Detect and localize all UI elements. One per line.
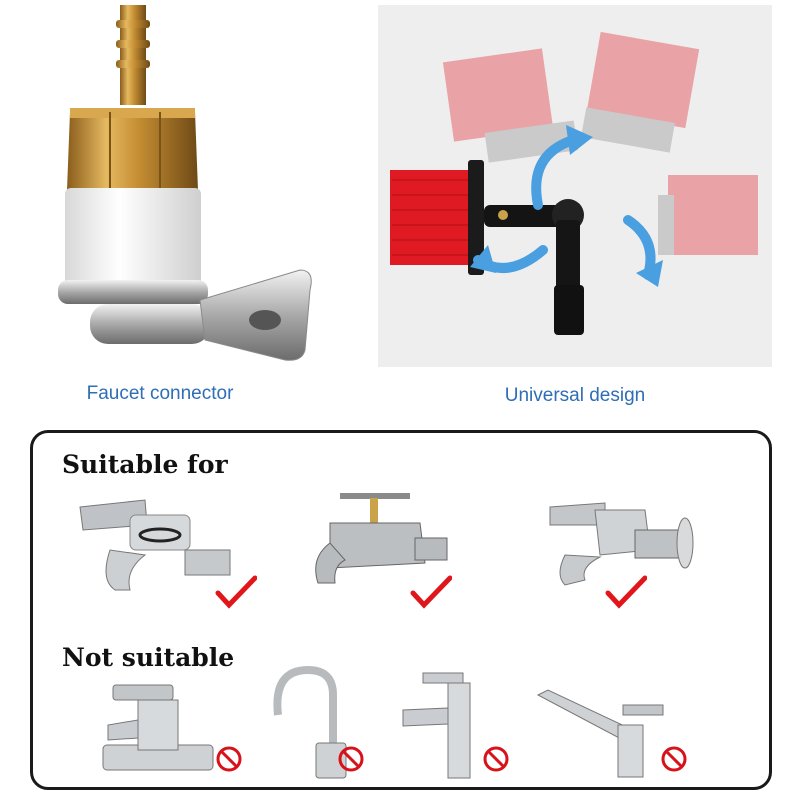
caption-universal-design: Universal design: [504, 385, 646, 406]
faucet-connector-image: [58, 5, 312, 361]
check-icon: [410, 575, 452, 609]
not-suitable-faucet-1: [102, 684, 214, 771]
not-suitable-faucet-3: [402, 672, 471, 779]
caption-faucet-connector: Faucet connector: [86, 383, 234, 404]
suitable-faucet-1: [79, 499, 231, 591]
prohibited-icon: [661, 746, 687, 772]
check-icon: [605, 575, 647, 609]
prohibited-icon: [483, 746, 509, 772]
not-suitable-faucet-2: [273, 665, 347, 779]
check-icon: [215, 575, 257, 609]
suitable-faucet-3: [549, 502, 694, 586]
universal-design-image: [378, 5, 772, 367]
prohibited-icon: [338, 746, 364, 772]
suitable-faucet-2: [315, 493, 448, 584]
suitable-heading: Suitable for: [62, 450, 228, 479]
not-suitable-heading: Not suitable: [62, 643, 235, 672]
not-suitable-faucet-4: [536, 689, 664, 778]
prohibited-icon: [216, 746, 242, 772]
